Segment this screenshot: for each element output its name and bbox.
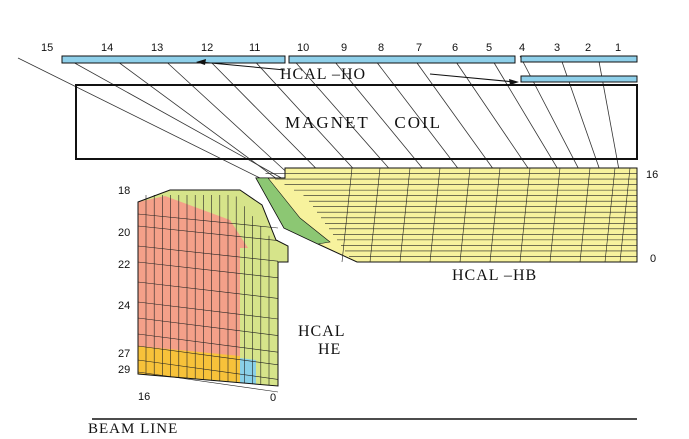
hb-tower-line [604,167,616,263]
hb-green-wedge [255,177,331,245]
he-ring-line [137,245,279,262]
hcal-ho-label: HCAL –HO [280,66,366,83]
he-ring-label: 29 [118,364,130,376]
tower-number: 15 [41,42,53,54]
he-red-region [138,196,248,360]
he-blue-cell [240,358,256,384]
he-ring-line [137,317,279,336]
tower-number: 9 [341,42,347,54]
he-ring-line [137,261,279,279]
tower-ray [61,55,286,181]
he-depth-label-right: 0 [270,392,276,404]
hcal-hb-label: HCAL –HB [452,267,537,284]
tower-number: 12 [201,42,213,54]
he-ring-label: 22 [118,259,130,271]
hcal-he-label-line2: HE [318,341,341,358]
hb-tower-line [519,167,531,263]
tower-number: 13 [151,42,163,54]
tower-number: 4 [519,42,525,54]
hb-tower-line [399,167,411,263]
he-ring-line [137,359,279,380]
he-ring-label: 20 [118,227,130,239]
ho-segment-right-lower [520,75,638,83]
tower-number: 2 [585,42,591,54]
he-ring-line [137,281,279,299]
he-ring-label: 27 [118,348,130,360]
he-ring-line [137,225,279,241]
he-ring-label: 18 [118,185,130,197]
hcal-ho-arrows [196,59,519,85]
hcal-ho-segments [61,55,638,83]
tower-number: 14 [101,42,113,54]
hb-tower-line [369,167,381,263]
tower-number: 8 [378,42,384,54]
tower-number-labels: 15 14 13 12 11 10 9 8 7 6 5 4 3 2 1 [41,42,621,54]
tower-number: 3 [554,42,560,54]
tower-ray [109,55,301,197]
ho-segment-right-upper [520,55,638,63]
ho-segment-middle [288,55,516,64]
he-cells [138,190,288,386]
tower-number: 10 [297,42,309,54]
ho-segment-left [61,55,286,64]
tower-number: 6 [452,42,458,54]
tower-number: 1 [615,42,621,54]
he-outline [137,189,289,387]
hcal-hb [255,167,638,263]
he-ring-label: 24 [118,300,130,312]
tower-number: 5 [486,42,492,54]
hb-body [255,167,638,263]
hb-depth-label-top: 16 [646,169,658,181]
magnet-coil-box [75,84,638,160]
magnet-coil-label: MAGNET COIL [285,113,442,132]
he-ring-line [137,345,279,366]
hb-tower-line [341,167,353,263]
hb-tower-line [489,167,501,263]
he-orange-region [138,346,240,382]
hb-depth-label-bottom: 0 [650,253,656,265]
he-ring-line [137,371,279,393]
hcal-he [137,189,289,393]
tower-number: 11 [249,42,260,54]
he-ring-line [137,213,279,229]
he-ring-line [137,333,279,353]
he-ring-line [137,301,279,320]
hb-tower-line [459,167,471,263]
hcal-he-label-line1: HCAL [298,323,346,340]
he-grid [137,195,279,393]
hb-tower-line [429,167,441,263]
hb-grid [265,167,637,263]
hb-tower-line [579,167,591,263]
beam-line-label: BEAM LINE [88,421,178,437]
hb-tower-line [619,167,631,263]
he-depth-label-left: 16 [138,391,150,403]
hb-tower-line [549,167,561,263]
tower-number: 7 [416,42,422,54]
